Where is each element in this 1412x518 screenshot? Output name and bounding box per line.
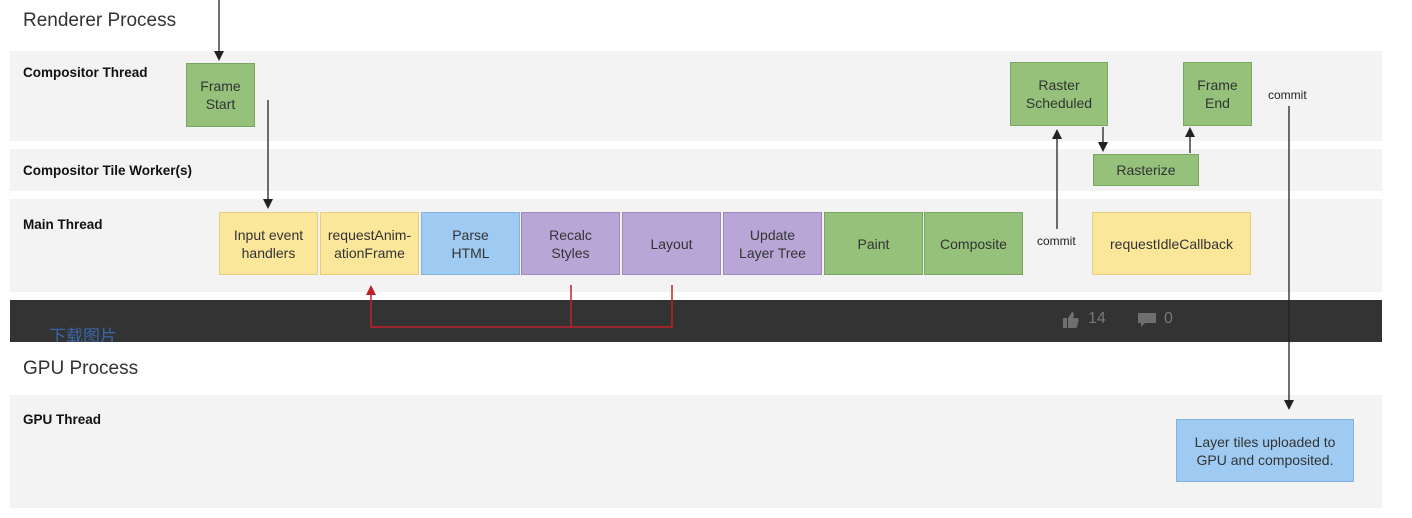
layer-tiles-uploaded-box: Layer tiles uploaded to GPU and composit… (1176, 419, 1354, 482)
gpu-thread-lane (10, 395, 1382, 508)
thumbs-up-icon[interactable] (1062, 311, 1080, 329)
compositor-thread-label: Compositor Thread (23, 65, 148, 80)
commit-label-top: commit (1268, 88, 1307, 102)
tile-workers-label: Compositor Tile Worker(s) (23, 163, 193, 178)
layout-box: Layout (622, 212, 721, 275)
image-overlay-bar (10, 300, 1382, 342)
rasterize-box: Rasterize (1093, 154, 1199, 186)
frame-end-box: Frame End (1183, 62, 1252, 126)
commit-label-main: commit (1037, 234, 1076, 248)
paint-box: Paint (824, 212, 923, 275)
like-count: 14 (1088, 310, 1106, 327)
update-layer-tree-box: Update Layer Tree (723, 212, 822, 275)
renderer-process-title: Renderer Process (23, 10, 177, 31)
parse-html-box: Parse HTML (421, 212, 520, 275)
download-image-link[interactable]: 下载图片 (49, 327, 117, 342)
raster-scheduled-box: Raster Scheduled (1010, 62, 1108, 126)
comment-icon[interactable] (1137, 312, 1157, 328)
recalc-styles-box: Recalc Styles (521, 212, 620, 275)
gpu-process-title: GPU Process (23, 358, 139, 379)
composite-box: Composite (924, 212, 1023, 275)
request-animation-frame-box: requestAnim- ationFrame (320, 212, 419, 275)
gpu-thread-label: GPU Thread (23, 412, 102, 427)
comment-count: 0 (1164, 310, 1173, 327)
input-event-handlers-box: Input event handlers (219, 212, 318, 275)
main-thread-label: Main Thread (23, 217, 103, 232)
request-idle-callback-box: requestIdleCallback (1092, 212, 1251, 275)
frame-start-box: Frame Start (186, 63, 255, 127)
